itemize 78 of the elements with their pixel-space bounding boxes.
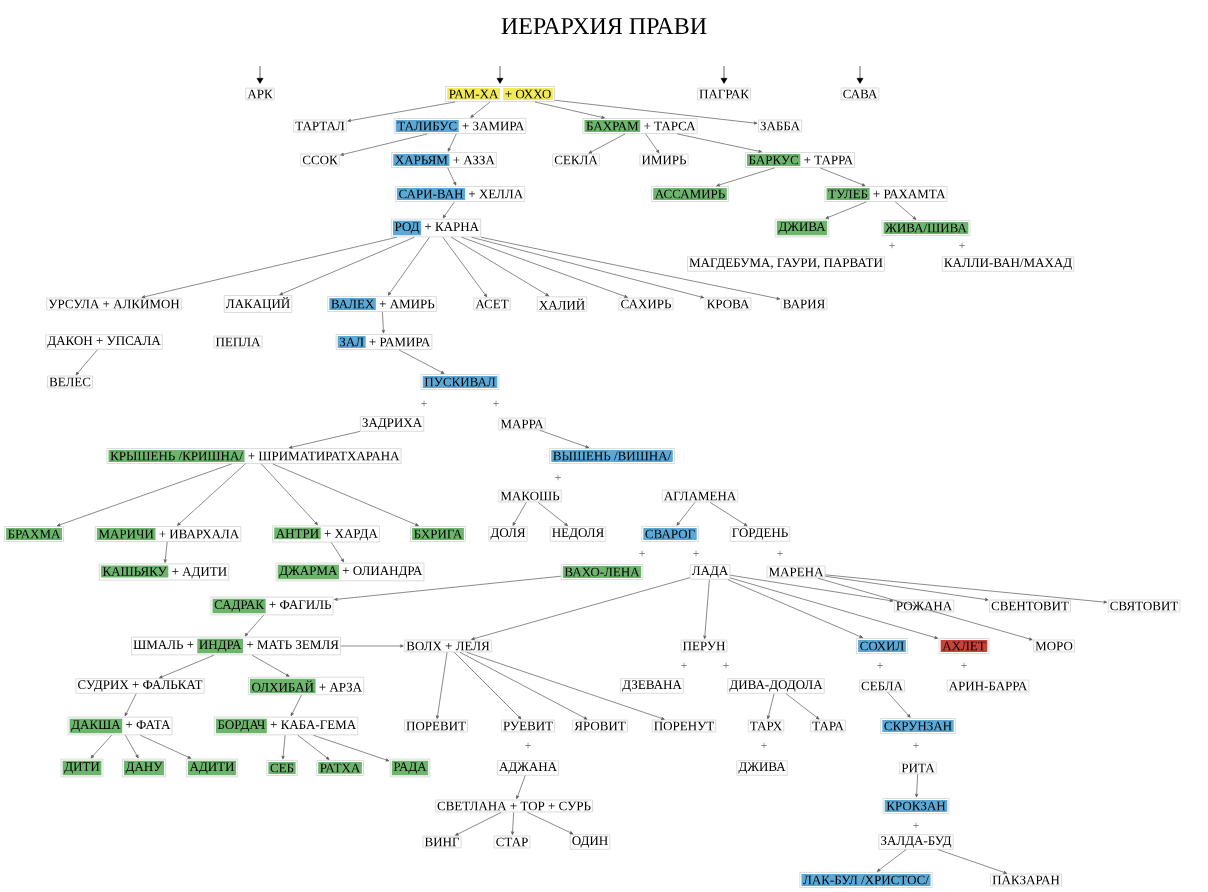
arrow bbox=[261, 463, 318, 526]
arrow bbox=[313, 734, 390, 762]
arrow bbox=[451, 236, 549, 297]
arrow bbox=[461, 236, 628, 298]
arrow bbox=[825, 575, 989, 601]
arrow bbox=[915, 773, 919, 798]
arrow bbox=[124, 693, 137, 717]
arrow bbox=[442, 201, 455, 219]
arrow bbox=[455, 812, 502, 836]
arrow bbox=[480, 236, 781, 300]
arrow bbox=[496, 65, 504, 84]
arrow bbox=[340, 133, 428, 156]
arrow bbox=[785, 693, 820, 720]
arrow bbox=[177, 463, 246, 526]
arrow bbox=[447, 167, 457, 186]
arrow bbox=[817, 577, 1033, 641]
arrow bbox=[398, 349, 445, 374]
arrow bbox=[516, 775, 526, 800]
arrow bbox=[56, 463, 232, 527]
arrow bbox=[729, 577, 939, 639]
arrow bbox=[527, 812, 574, 835]
arrow bbox=[256, 65, 264, 84]
arrow bbox=[819, 167, 866, 187]
arrow bbox=[141, 236, 398, 299]
arrow bbox=[90, 734, 112, 759]
arrow bbox=[676, 502, 696, 526]
arrow bbox=[856, 65, 864, 84]
arrow bbox=[511, 812, 515, 835]
arrow bbox=[720, 65, 728, 84]
arrow bbox=[442, 236, 488, 298]
arrow bbox=[340, 644, 404, 648]
arrow bbox=[334, 575, 562, 601]
arrow bbox=[539, 429, 590, 449]
title: ИЕРАРХИЯ ПРАВИ bbox=[501, 18, 707, 34]
arrow bbox=[534, 101, 605, 119]
arrow bbox=[470, 101, 491, 118]
arrow bbox=[471, 577, 691, 641]
arrow bbox=[331, 542, 344, 563]
arrow bbox=[381, 311, 385, 334]
arrow bbox=[727, 579, 863, 638]
arrow bbox=[124, 734, 139, 759]
arrow bbox=[729, 574, 894, 603]
arrow bbox=[537, 502, 568, 527]
arrow bbox=[645, 133, 660, 154]
arrow bbox=[454, 652, 522, 720]
arrow bbox=[75, 349, 98, 376]
arrow bbox=[140, 734, 192, 759]
arrow bbox=[466, 652, 665, 720]
arrow bbox=[887, 692, 911, 718]
arrow bbox=[290, 694, 302, 717]
arrow bbox=[471, 236, 705, 299]
arrow bbox=[347, 101, 456, 123]
arrow bbox=[281, 734, 286, 760]
arrow bbox=[387, 236, 430, 296]
arrow bbox=[159, 654, 215, 679]
arrow bbox=[895, 201, 917, 220]
arrow bbox=[703, 579, 710, 640]
arrow bbox=[767, 693, 775, 720]
arrow bbox=[825, 574, 1108, 604]
arrow bbox=[272, 463, 419, 527]
arrow bbox=[512, 502, 527, 526]
arrow bbox=[676, 133, 762, 153]
arrow bbox=[251, 654, 290, 677]
arrow bbox=[447, 133, 457, 152]
arrow bbox=[937, 849, 1008, 874]
arrow bbox=[876, 849, 907, 872]
arrow bbox=[709, 502, 748, 527]
arrow bbox=[163, 541, 168, 563]
arrow bbox=[554, 99, 758, 125]
arrow bbox=[244, 614, 264, 637]
arrow bbox=[436, 652, 448, 720]
arrow bbox=[297, 734, 330, 760]
arrow bbox=[279, 236, 415, 296]
arrow bbox=[288, 431, 361, 449]
arrow bbox=[716, 167, 775, 187]
arrow bbox=[588, 133, 626, 154]
arrow bbox=[825, 201, 867, 219]
arrow bbox=[459, 652, 588, 720]
